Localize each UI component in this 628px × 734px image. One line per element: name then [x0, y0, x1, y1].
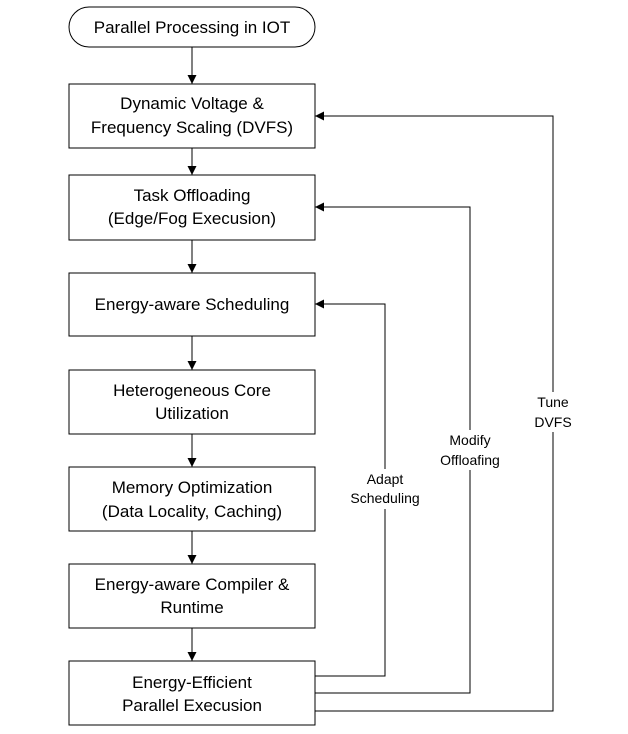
step-energy-efficient-execution-line-1: Energy-Efficient — [132, 673, 252, 692]
feedback-adapt-scheduling: Adapt Scheduling — [315, 299, 426, 677]
feedback-label-adapt-line-1: Adapt — [367, 471, 404, 487]
step-memory-optimization: Memory Optimization (Data Locality, Cach… — [68, 466, 316, 532]
feedback-label-tune-line-2: DVFS — [534, 414, 571, 430]
feedback-modify-offloading: Modify Offloafing — [315, 202, 506, 694]
feedback-label-adapt-line-2: Scheduling — [350, 490, 419, 506]
feedback-label-modify-line-2: Offloafing — [440, 452, 500, 468]
step-heterogeneous-core-line-1: Heterogeneous Core — [113, 381, 271, 400]
step-task-offloading-line-2: (Edge/Fog Execusion) — [108, 209, 276, 228]
step-energy-aware-scheduling: Energy-aware Scheduling — [68, 272, 316, 337]
step-energy-efficient-execution: Energy-Efficient Parallel Execusion — [68, 660, 316, 726]
step-memory-optimization-line-1: Memory Optimization — [112, 478, 273, 497]
step-memory-optimization-line-2: (Data Locality, Caching) — [102, 502, 282, 521]
feedback-arrow-tune-dvfs — [315, 111, 554, 712]
start-node-label: Parallel Processing in IOT — [94, 18, 291, 37]
step-heterogeneous-core-line-2: Utilization — [155, 404, 229, 423]
step-heterogeneous-core: Heterogeneous Core Utilization — [68, 369, 316, 435]
step-dvfs: Dynamic Voltage & Frequency Scaling (DVF… — [68, 83, 316, 149]
step-task-offloading-line-1: Task Offloading — [134, 186, 251, 205]
feedback-label-modify-line-1: Modify — [449, 432, 490, 448]
step-energy-aware-compiler: Energy-aware Compiler & Runtime — [68, 563, 316, 629]
start-node: Parallel Processing in IOT — [68, 6, 316, 48]
step-energy-efficient-execution-line-2: Parallel Execusion — [122, 696, 262, 715]
step-energy-aware-compiler-line-1: Energy-aware Compiler & — [95, 575, 290, 594]
step-dvfs-line-2: Frequency Scaling (DVFS) — [91, 118, 293, 137]
feedback-tune-dvfs: Tune DVFS — [315, 111, 582, 712]
step-energy-aware-compiler-line-2: Runtime — [160, 598, 223, 617]
step-dvfs-line-1: Dynamic Voltage & — [120, 94, 264, 113]
feedback-label-tune-line-1: Tune — [537, 394, 569, 410]
step-task-offloading: Task Offloading (Edge/Fog Execusion) — [68, 174, 316, 241]
step-energy-aware-scheduling-line-1: Energy-aware Scheduling — [95, 295, 290, 314]
